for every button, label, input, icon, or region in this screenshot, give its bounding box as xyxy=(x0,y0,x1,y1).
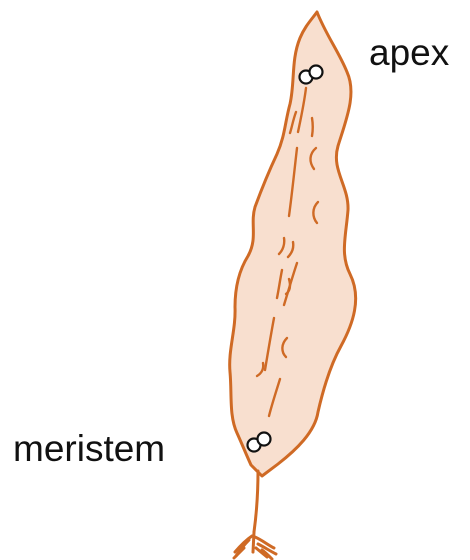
apex-label: apex xyxy=(369,34,449,71)
meristem-label: meristem xyxy=(13,430,165,467)
apex-cell-right xyxy=(310,66,323,79)
stipe xyxy=(254,471,258,532)
meristem-cell-right xyxy=(258,433,271,446)
holdfast-center xyxy=(253,532,254,552)
stipe-and-holdfast xyxy=(234,471,276,559)
fiber-3 xyxy=(312,118,313,136)
